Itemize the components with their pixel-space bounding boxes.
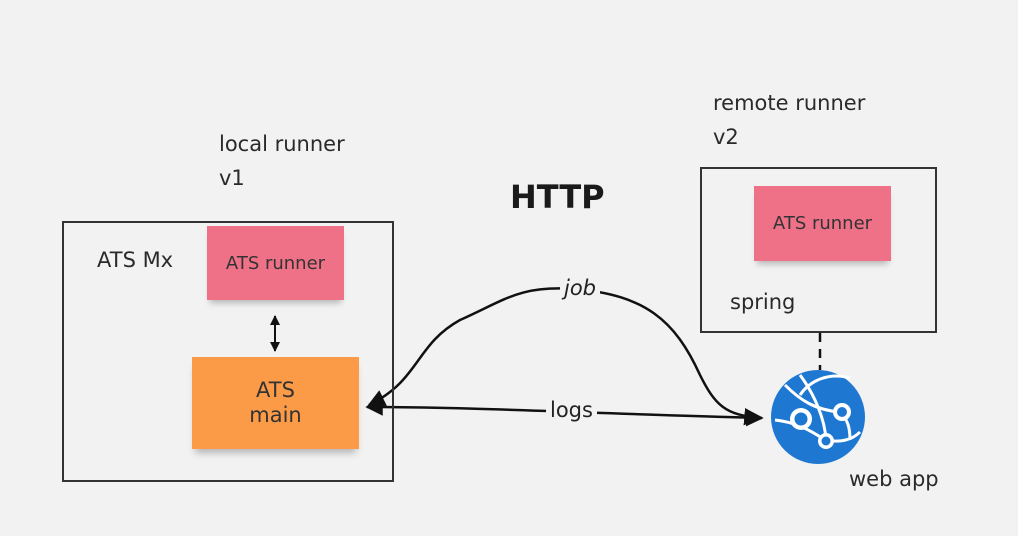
local-frame-label: ATS Mx [97,248,174,272]
job-edge-label: job [560,278,601,299]
ats-main-note: ATS main [192,357,359,449]
local-ats-runner-note: ATS runner [207,226,344,300]
remote-runner-frame [700,167,937,333]
local-runner-version: v1 [219,166,245,190]
local-runner-heading: local runner [219,132,345,156]
local-ats-runner-label: ATS runner [225,252,326,274]
remote-ats-runner-label: ATS runner [772,213,873,234]
local-runner-frame [62,221,394,482]
http-title: HTTP [510,178,605,216]
remote-ats-runner-note: ATS runner [754,186,891,261]
logs-edge-label: logs [546,400,597,421]
azure-web-app-icon [771,370,865,464]
remote-runner-version: v2 [713,125,739,149]
spring-label: spring [730,290,796,314]
ats-main-label-line1: ATS [256,377,295,402]
ats-main-label-line2: main [249,403,302,427]
remote-runner-heading: remote runner [713,91,866,115]
web-app-label: web app [849,467,939,491]
